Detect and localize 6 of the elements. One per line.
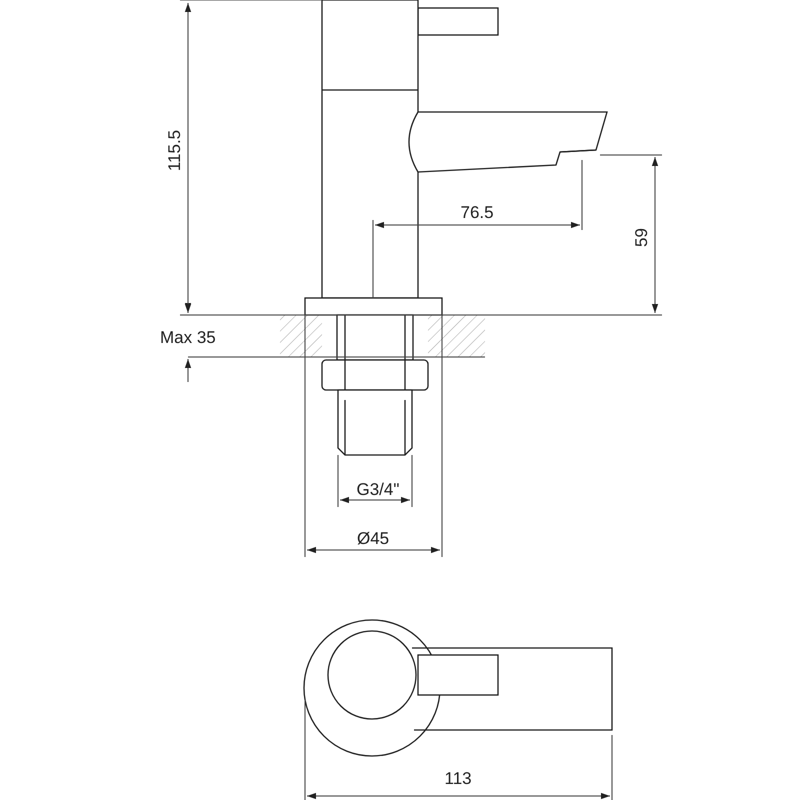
dimension-label: 113 [442,770,474,786]
dimension-label: 76.5 [458,204,496,220]
dimension-label: Ø45 [355,530,392,546]
dimension-label: 59 [632,226,650,248]
dimension-label: G3/4" [354,480,402,498]
dimension-label: Max 35 [158,328,218,346]
